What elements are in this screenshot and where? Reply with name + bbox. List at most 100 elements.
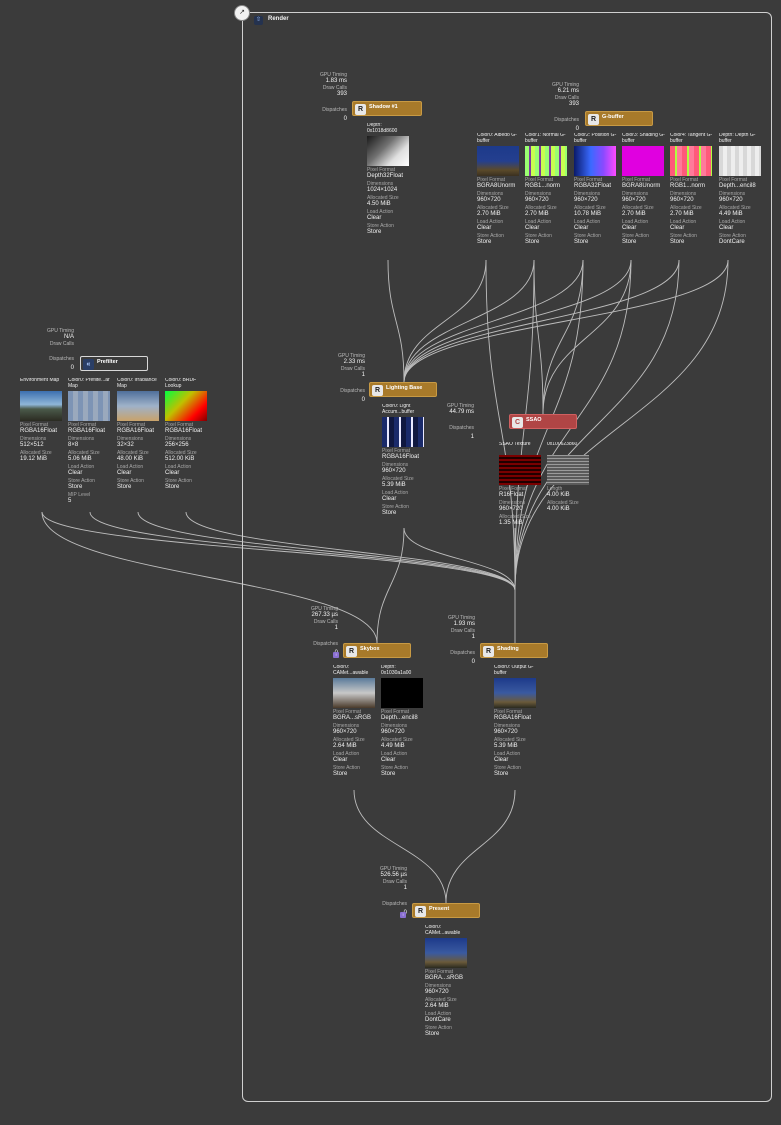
compute-pass-icon: C (512, 417, 523, 428)
prefilter-pass-node[interactable]: «Prefilter (80, 356, 148, 371)
load-action-label: Load Action (367, 209, 394, 215)
texture-thumbnail[interactable] (525, 146, 567, 176)
gpu-timing-label: GPU Timing (448, 615, 475, 621)
dimensions-value: 960×720 (382, 468, 406, 474)
store-action-label: Store Action (333, 765, 360, 771)
load-action-label: Load Action (165, 464, 192, 470)
dispatches-label: Dispatches (554, 117, 579, 123)
texture-thumbnail[interactable] (477, 146, 519, 176)
texture-thumbnail[interactable] (499, 455, 541, 485)
texture-thumbnail[interactable] (670, 146, 712, 176)
attachment-title: Color0: Irradiance Map (117, 378, 157, 389)
texture-thumbnail[interactable] (719, 146, 761, 176)
info-icon[interactable]: ! (400, 912, 406, 918)
texture-thumbnail[interactable] (367, 136, 409, 166)
store-action-value: Store (165, 484, 180, 490)
attachment-title: Color0: Albedo G-buffer (477, 133, 517, 144)
dimensions-value: 960×720 (622, 197, 646, 203)
load-action-value: Clear (494, 757, 509, 763)
gpu-timing-value: 6.21 ms (557, 88, 579, 94)
draw-calls-value: 393 (336, 91, 347, 97)
draw-calls-label: Draw Calls (340, 366, 365, 372)
allocated-size-label: Allocated Size (165, 450, 197, 456)
allocated-size-value: 4.49 MiB (719, 211, 743, 217)
attachment-title: Color0: CAMet...awable (333, 665, 369, 676)
texture-thumbnail[interactable] (381, 678, 423, 708)
store-action-label: Store Action (574, 233, 601, 239)
texture-thumbnail[interactable] (425, 938, 467, 968)
gpu-timing-label: GPU Timing (447, 403, 474, 409)
texture-thumbnail[interactable] (547, 455, 589, 485)
store-action-value: Store (367, 229, 382, 235)
load-action-value: DontCare (425, 1017, 451, 1023)
pixel-format-value: Depth32Float (367, 173, 404, 179)
dimensions-label: Dimensions (165, 436, 192, 442)
allocated-size-label: Allocated Size (367, 195, 399, 201)
dispatches-label: Dispatches (340, 388, 365, 394)
dimensions-value: 960×720 (670, 197, 694, 203)
texture-thumbnail[interactable] (622, 146, 664, 176)
store-action-value: DontCare (719, 239, 745, 245)
texture-thumbnail[interactable] (494, 678, 536, 708)
dimensions-label: Dimensions (525, 191, 552, 197)
collapse-arrows-icon[interactable]: ↗ (234, 5, 250, 21)
load-action-label: Load Action (719, 219, 746, 225)
attachment-title: Color0: BRDF Lookup (165, 378, 197, 389)
texture-thumbnail[interactable] (574, 146, 616, 176)
texture-thumbnail[interactable] (333, 678, 375, 708)
store-action-label: Store Action (68, 478, 95, 484)
texture-thumbnail[interactable] (165, 391, 207, 421)
dispatches-value: 0 (361, 397, 365, 403)
texture-thumbnail[interactable] (382, 417, 424, 447)
allocated-size-value: 5.39 MiB (382, 482, 406, 488)
dispatches-value: 1 (470, 434, 474, 440)
dimensions-label: Dimensions (670, 191, 697, 197)
attachment-title: Depth: Depth G-buffer (719, 133, 756, 144)
attachment-title: SSAO Texture (499, 442, 531, 447)
dimensions-label: Dimensions (494, 723, 521, 729)
dispatches-label: Dispatches (382, 901, 407, 907)
allocated-size-value: 2.70 MiB (670, 211, 694, 217)
load-action-label: Load Action (574, 219, 601, 225)
allocated-size-label: Allocated Size (68, 450, 100, 456)
render-pass-icon: R (588, 114, 599, 125)
draw-calls-label: Draw Calls (49, 341, 74, 347)
texture-thumbnail[interactable] (68, 391, 110, 421)
texture-thumbnail[interactable] (20, 391, 62, 421)
load-action-value: Clear (719, 225, 734, 231)
pixel-format-value: RGBA16Float (117, 428, 155, 434)
pixel-format-value: Depth...encil8 (719, 183, 756, 189)
load-action-label: Load Action (117, 464, 144, 470)
store-action-value: Store (68, 484, 83, 490)
info-icon[interactable]: ! (333, 652, 339, 658)
pixel-format-label: Pixel Format (20, 422, 49, 428)
texture-thumbnail[interactable] (117, 391, 159, 421)
draw-calls-value: 1 (403, 885, 407, 891)
